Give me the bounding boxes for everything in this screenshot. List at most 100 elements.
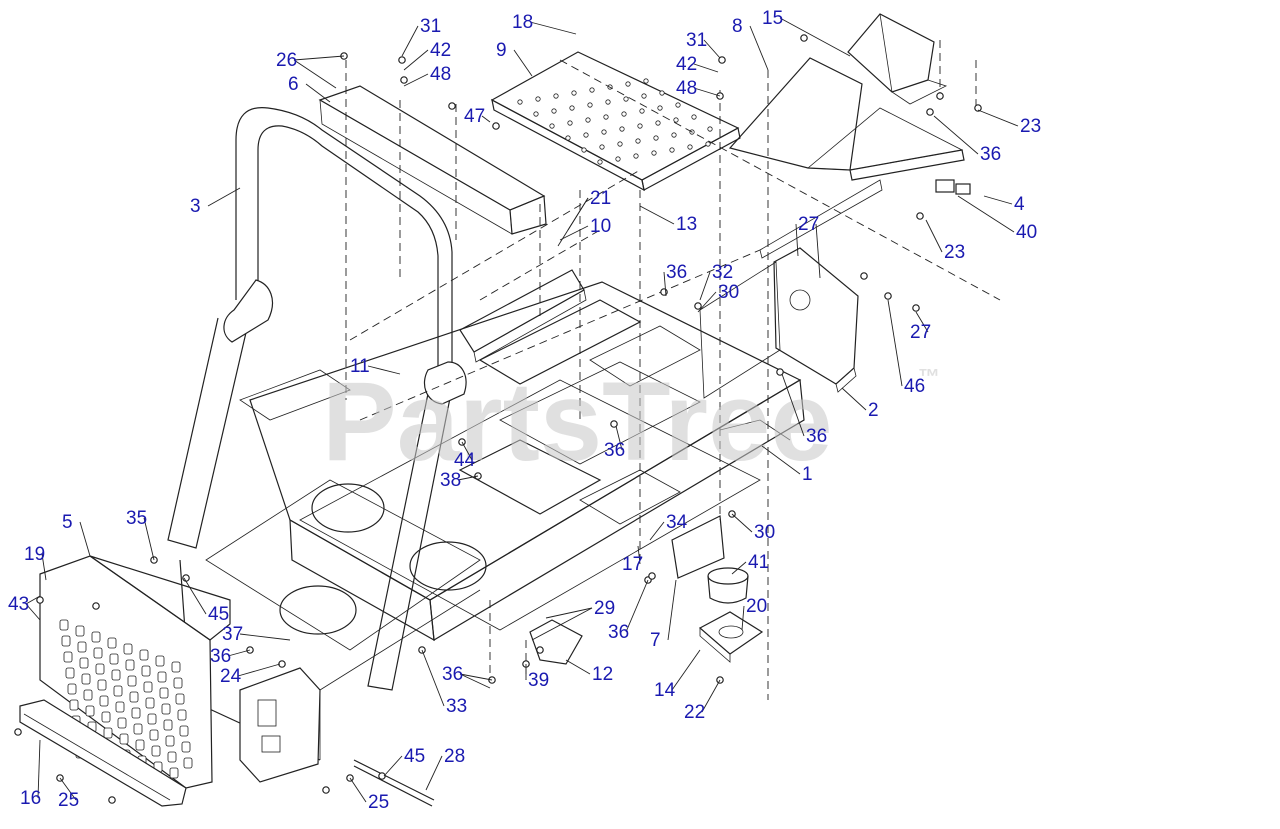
- callout-number: 31: [420, 16, 441, 37]
- callout-leader-line: [207, 187, 241, 207]
- callout-leader-line: [403, 73, 429, 87]
- callout-leader-line: [781, 373, 805, 437]
- callout-25: 25: [349, 777, 389, 813]
- perforation-hole: [549, 123, 555, 129]
- callout-number: 27: [910, 322, 931, 343]
- fastener: [776, 368, 784, 376]
- callout-leader-line: [79, 521, 91, 557]
- perforation-hole: [581, 147, 587, 153]
- perforation-hole: [643, 78, 649, 84]
- part-8-rear-panel: [728, 57, 965, 259]
- perforation-hole: [687, 144, 693, 150]
- fastener: [912, 304, 920, 312]
- part-5-front-grille: [39, 555, 231, 789]
- callout-leader-line: [977, 109, 1019, 127]
- callout-leader-line: [481, 115, 491, 123]
- grille-slot: [99, 695, 109, 707]
- perforation-hole: [603, 114, 609, 120]
- callout-number: 46: [904, 376, 925, 397]
- grille-slot: [165, 735, 175, 747]
- callout-15: 15: [762, 8, 851, 57]
- callout-leader-line: [383, 755, 403, 777]
- callout-leader-line: [701, 679, 721, 713]
- callout-7: 7: [650, 579, 677, 651]
- callout-number: 25: [368, 792, 389, 813]
- callout-number: 36: [604, 440, 625, 461]
- perforation-hole: [633, 153, 639, 159]
- callout-number: 28: [444, 746, 465, 767]
- fastener: [648, 572, 656, 580]
- perforation-hole: [707, 126, 713, 132]
- watermark: PartsTree ™: [322, 359, 940, 484]
- grille-slot: [139, 649, 149, 661]
- grille-slot: [63, 651, 73, 663]
- callout-number: 23: [1020, 116, 1041, 137]
- callout-number: 14: [654, 680, 676, 701]
- callout-leader-line: [649, 521, 665, 541]
- callout-36: 36: [608, 579, 649, 643]
- callout-48: 48: [676, 78, 721, 99]
- assembly-lines: [345, 40, 1001, 700]
- callout-number: 31: [686, 30, 707, 51]
- perforation-hole: [601, 129, 607, 135]
- perforation-hole: [669, 147, 675, 153]
- callout-28: 28: [425, 746, 465, 791]
- callout-number: 17: [622, 554, 643, 575]
- perforation-hole: [565, 135, 571, 141]
- perforation-hole: [623, 96, 629, 102]
- fastener: [610, 420, 618, 428]
- callout-21: 21: [557, 188, 611, 247]
- perforation-hole: [585, 117, 591, 123]
- callout-27: 27: [910, 311, 931, 343]
- callout-34: 34: [649, 512, 688, 541]
- part-12-bracket: [529, 619, 583, 665]
- perforation-hole: [625, 81, 631, 87]
- perforation-hole: [691, 114, 697, 120]
- callout-10: 10: [559, 216, 611, 241]
- part-4-fitting: [935, 179, 971, 195]
- callout-45: 45: [183, 577, 229, 625]
- perforation-hole: [675, 102, 681, 108]
- callout-number: 10: [590, 216, 611, 237]
- callout-leader-line: [699, 271, 711, 301]
- grille-slot: [157, 671, 167, 683]
- perforation-hole: [617, 141, 623, 147]
- callout-leader-line: [697, 291, 717, 313]
- callout-leader-line: [367, 365, 401, 375]
- callout-leader-line: [293, 55, 345, 61]
- grille-slot: [85, 705, 95, 717]
- grille-slot: [123, 643, 133, 655]
- callout-number: 11: [350, 356, 370, 377]
- grille-slot: [133, 723, 143, 735]
- grille-slot: [179, 725, 189, 737]
- grille-slot: [141, 665, 151, 677]
- callout-leader-line: [37, 739, 41, 799]
- callout-number: 36: [666, 262, 687, 283]
- callout-30: 30: [697, 282, 739, 313]
- perforation-hole: [655, 120, 661, 126]
- grille-slot: [149, 729, 159, 741]
- callout-leader-line: [637, 545, 641, 565]
- callout-number: 34: [666, 512, 688, 533]
- grille-slot: [181, 741, 191, 753]
- grille-slot: [77, 641, 87, 653]
- callout-46: 46: [887, 299, 925, 397]
- callout-number: 36: [442, 664, 463, 685]
- perforation-hole: [637, 123, 643, 129]
- callout-leader-line: [841, 387, 867, 411]
- part-10-tray: [459, 269, 587, 363]
- fastener: [718, 56, 726, 64]
- callout-leader-line: [693, 87, 721, 97]
- grille-slot: [79, 657, 89, 669]
- callout-23: 23: [925, 219, 965, 263]
- callout-14: 14: [654, 649, 701, 701]
- fastener: [926, 108, 934, 116]
- callout-number: 45: [404, 746, 425, 767]
- callout-number: 15: [762, 8, 783, 29]
- callout-36: 36: [781, 373, 827, 447]
- perforation-hole: [705, 141, 711, 147]
- perforation-hole: [569, 105, 575, 111]
- grille-slot: [97, 679, 107, 691]
- callout-leader-line: [625, 579, 649, 633]
